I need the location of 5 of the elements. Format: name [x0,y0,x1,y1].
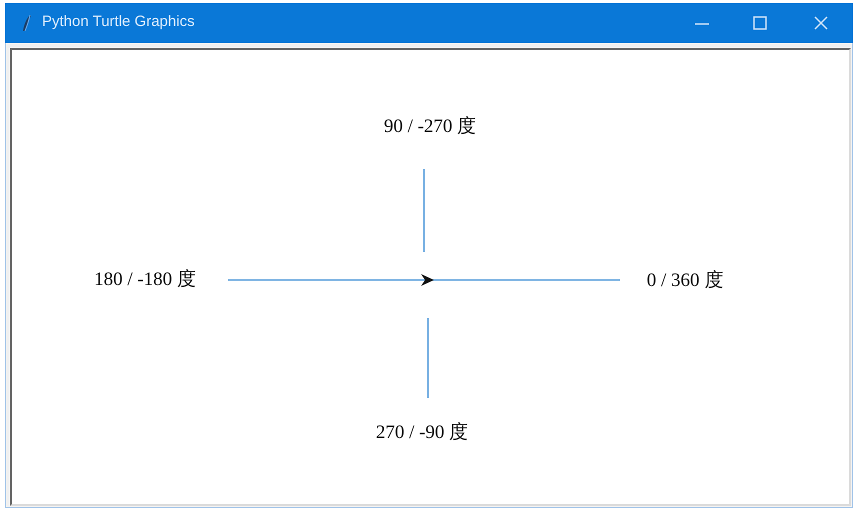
angle-label: 90 / -270 度 [384,116,476,138]
window-title: Python Turtle Graphics [42,13,195,30]
angle-label: 270 / -90 度 [376,422,468,444]
angle-label: 180 / -180 度 [94,269,196,291]
angle-label: 0 / 360 度 [646,270,724,292]
